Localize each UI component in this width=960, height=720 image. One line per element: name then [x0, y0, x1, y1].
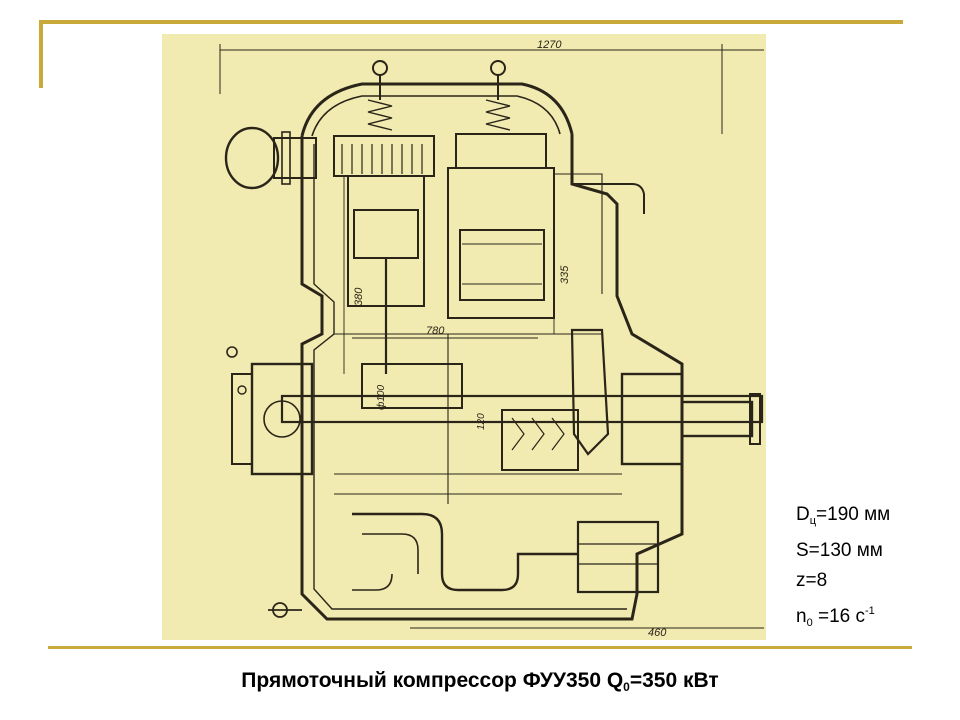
dim-120-label: 120 [476, 413, 487, 430]
param-cylinder-count: z=8 [796, 570, 828, 591]
dim-335-label: 335 [559, 265, 571, 284]
dim-460-label: 460 [648, 627, 667, 639]
oil-piping [352, 512, 578, 592]
valve-plate-right [455, 133, 547, 169]
top-cover [300, 82, 574, 137]
spring-right [485, 99, 511, 131]
param-cylinder-diameter: Dц=190 мм [796, 504, 891, 527]
dim-1270-label: 1270 [537, 39, 562, 51]
param-rotation-speed: n0 =16 с-1 [796, 605, 875, 629]
decor-vertical-bar [39, 20, 43, 88]
drive-shaft [680, 400, 754, 438]
piston-right [459, 229, 545, 301]
crankshaft [280, 394, 764, 424]
compressor-cross-section-drawing: 1270 [162, 34, 766, 640]
lifting-eye-left [372, 60, 388, 76]
dim-780-label: 780 [426, 325, 445, 337]
valve-plate-left [333, 135, 435, 177]
dim-380-label: 380 [353, 287, 365, 306]
compressor-parameters: Dц=190 мм S=130 мм z=8 n0 =16 с-1 [796, 500, 890, 638]
main-bearing-right [620, 372, 684, 466]
piston-left [353, 209, 419, 259]
decor-bottom-rule [48, 646, 912, 649]
spring-left [367, 99, 393, 131]
oil-pump [576, 520, 660, 594]
lifting-eye-right [490, 60, 506, 76]
cylinder-right [447, 167, 555, 319]
cylinder-block-outer [300, 134, 684, 621]
slide-caption: Прямоточный компрессор ФУУ350 Q0=350 кВт [241, 669, 719, 694]
dimension-top: 1270 [219, 39, 764, 134]
param-stroke: S=130 мм [796, 540, 883, 561]
suction-flange-ball [224, 126, 280, 190]
decor-top-rule [39, 20, 903, 24]
dim-phi100-label: ф100 [375, 385, 387, 410]
